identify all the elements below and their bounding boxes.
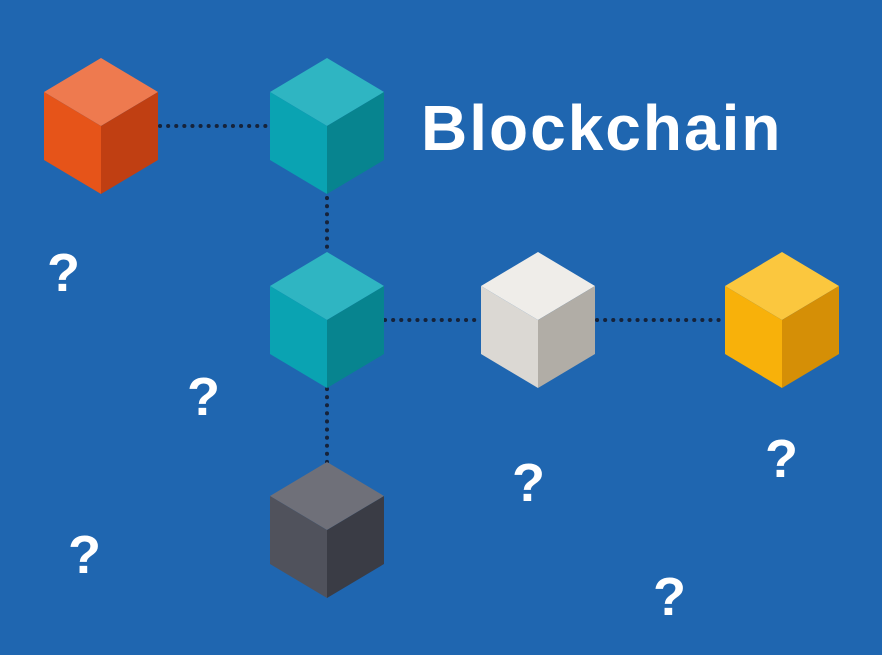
question-mark: ? bbox=[765, 429, 798, 489]
connectors bbox=[158, 124, 726, 464]
block-teal-top bbox=[270, 58, 384, 194]
block-dark-gray bbox=[270, 462, 384, 598]
question-mark: ? bbox=[653, 567, 686, 627]
blockchain-title: Blockchain bbox=[421, 92, 783, 164]
question-mark: ? bbox=[68, 525, 101, 585]
question-mark: ? bbox=[47, 243, 80, 303]
question-mark: ? bbox=[187, 367, 220, 427]
block-orange bbox=[44, 58, 158, 194]
block-light-gray bbox=[481, 252, 595, 388]
block-yellow bbox=[725, 252, 839, 388]
question-mark: ? bbox=[512, 453, 545, 513]
block-teal-middle bbox=[270, 252, 384, 388]
